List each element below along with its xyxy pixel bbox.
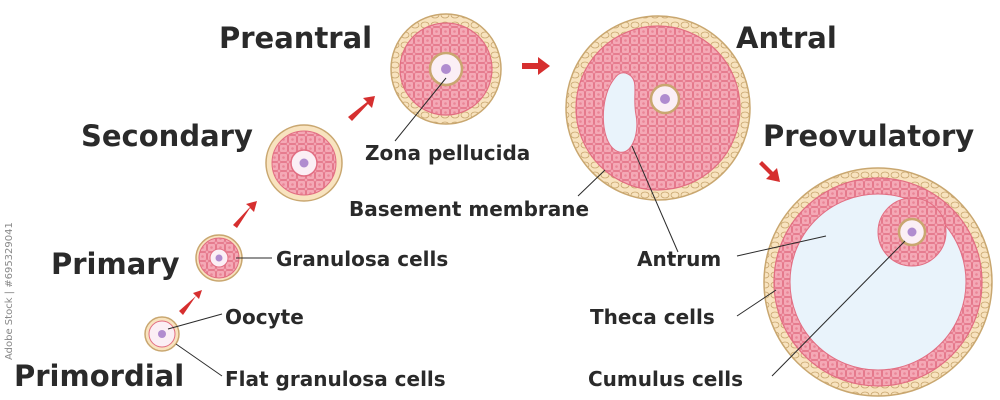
leader-theca (736, 289, 777, 317)
leader-antrum-preov (736, 235, 827, 257)
leader-oocyte (167, 313, 223, 330)
label-zona-pellucida: Zona pellucida (365, 141, 530, 165)
preovulatory-follicle (763, 167, 993, 397)
arrow-primary-to-secondary (233, 201, 257, 228)
progression-arrows (179, 57, 780, 315)
preantral-follicle (390, 13, 502, 125)
secondary-follicle (265, 124, 343, 202)
arrow-primordial-to-primary (179, 290, 202, 315)
label-flat-granulosa: Flat granulosa cells (225, 367, 446, 391)
stage-title-primordial: Primordial (14, 359, 184, 393)
arrow-antral-to-preovulatory (759, 161, 780, 182)
leader-antrum-antral (631, 145, 679, 253)
leader-flat-granulosa (175, 343, 223, 377)
leader-basement (577, 169, 606, 197)
label-theca: Theca cells (590, 305, 715, 329)
stage-title-preantral: Preantral (219, 21, 372, 55)
leader-zona (394, 77, 447, 142)
label-antrum: Antrum (637, 247, 721, 271)
stage-title-secondary: Secondary (81, 119, 253, 153)
label-oocyte: Oocyte (225, 305, 304, 329)
primordial-follicle (144, 316, 180, 352)
primary-follicle (195, 234, 243, 282)
label-basement-membrane: Basement membrane (349, 197, 589, 221)
stage-title-antral: Antral (736, 21, 837, 55)
antral-follicle (565, 15, 751, 201)
side-stock-id: Adobe Stock | #695329041 (4, 222, 15, 360)
arrow-preantral-to-antral (522, 57, 550, 75)
arrow-secondary-to-preantral (348, 96, 375, 121)
stage-title-primary: Primary (51, 247, 180, 281)
leader-cumulus (771, 240, 906, 377)
label-cumulus: Cumulus cells (588, 367, 743, 391)
leader-lines (167, 77, 906, 377)
stage-title-preovulatory: Preovulatory (763, 119, 974, 153)
label-granulosa: Granulosa cells (276, 247, 448, 271)
